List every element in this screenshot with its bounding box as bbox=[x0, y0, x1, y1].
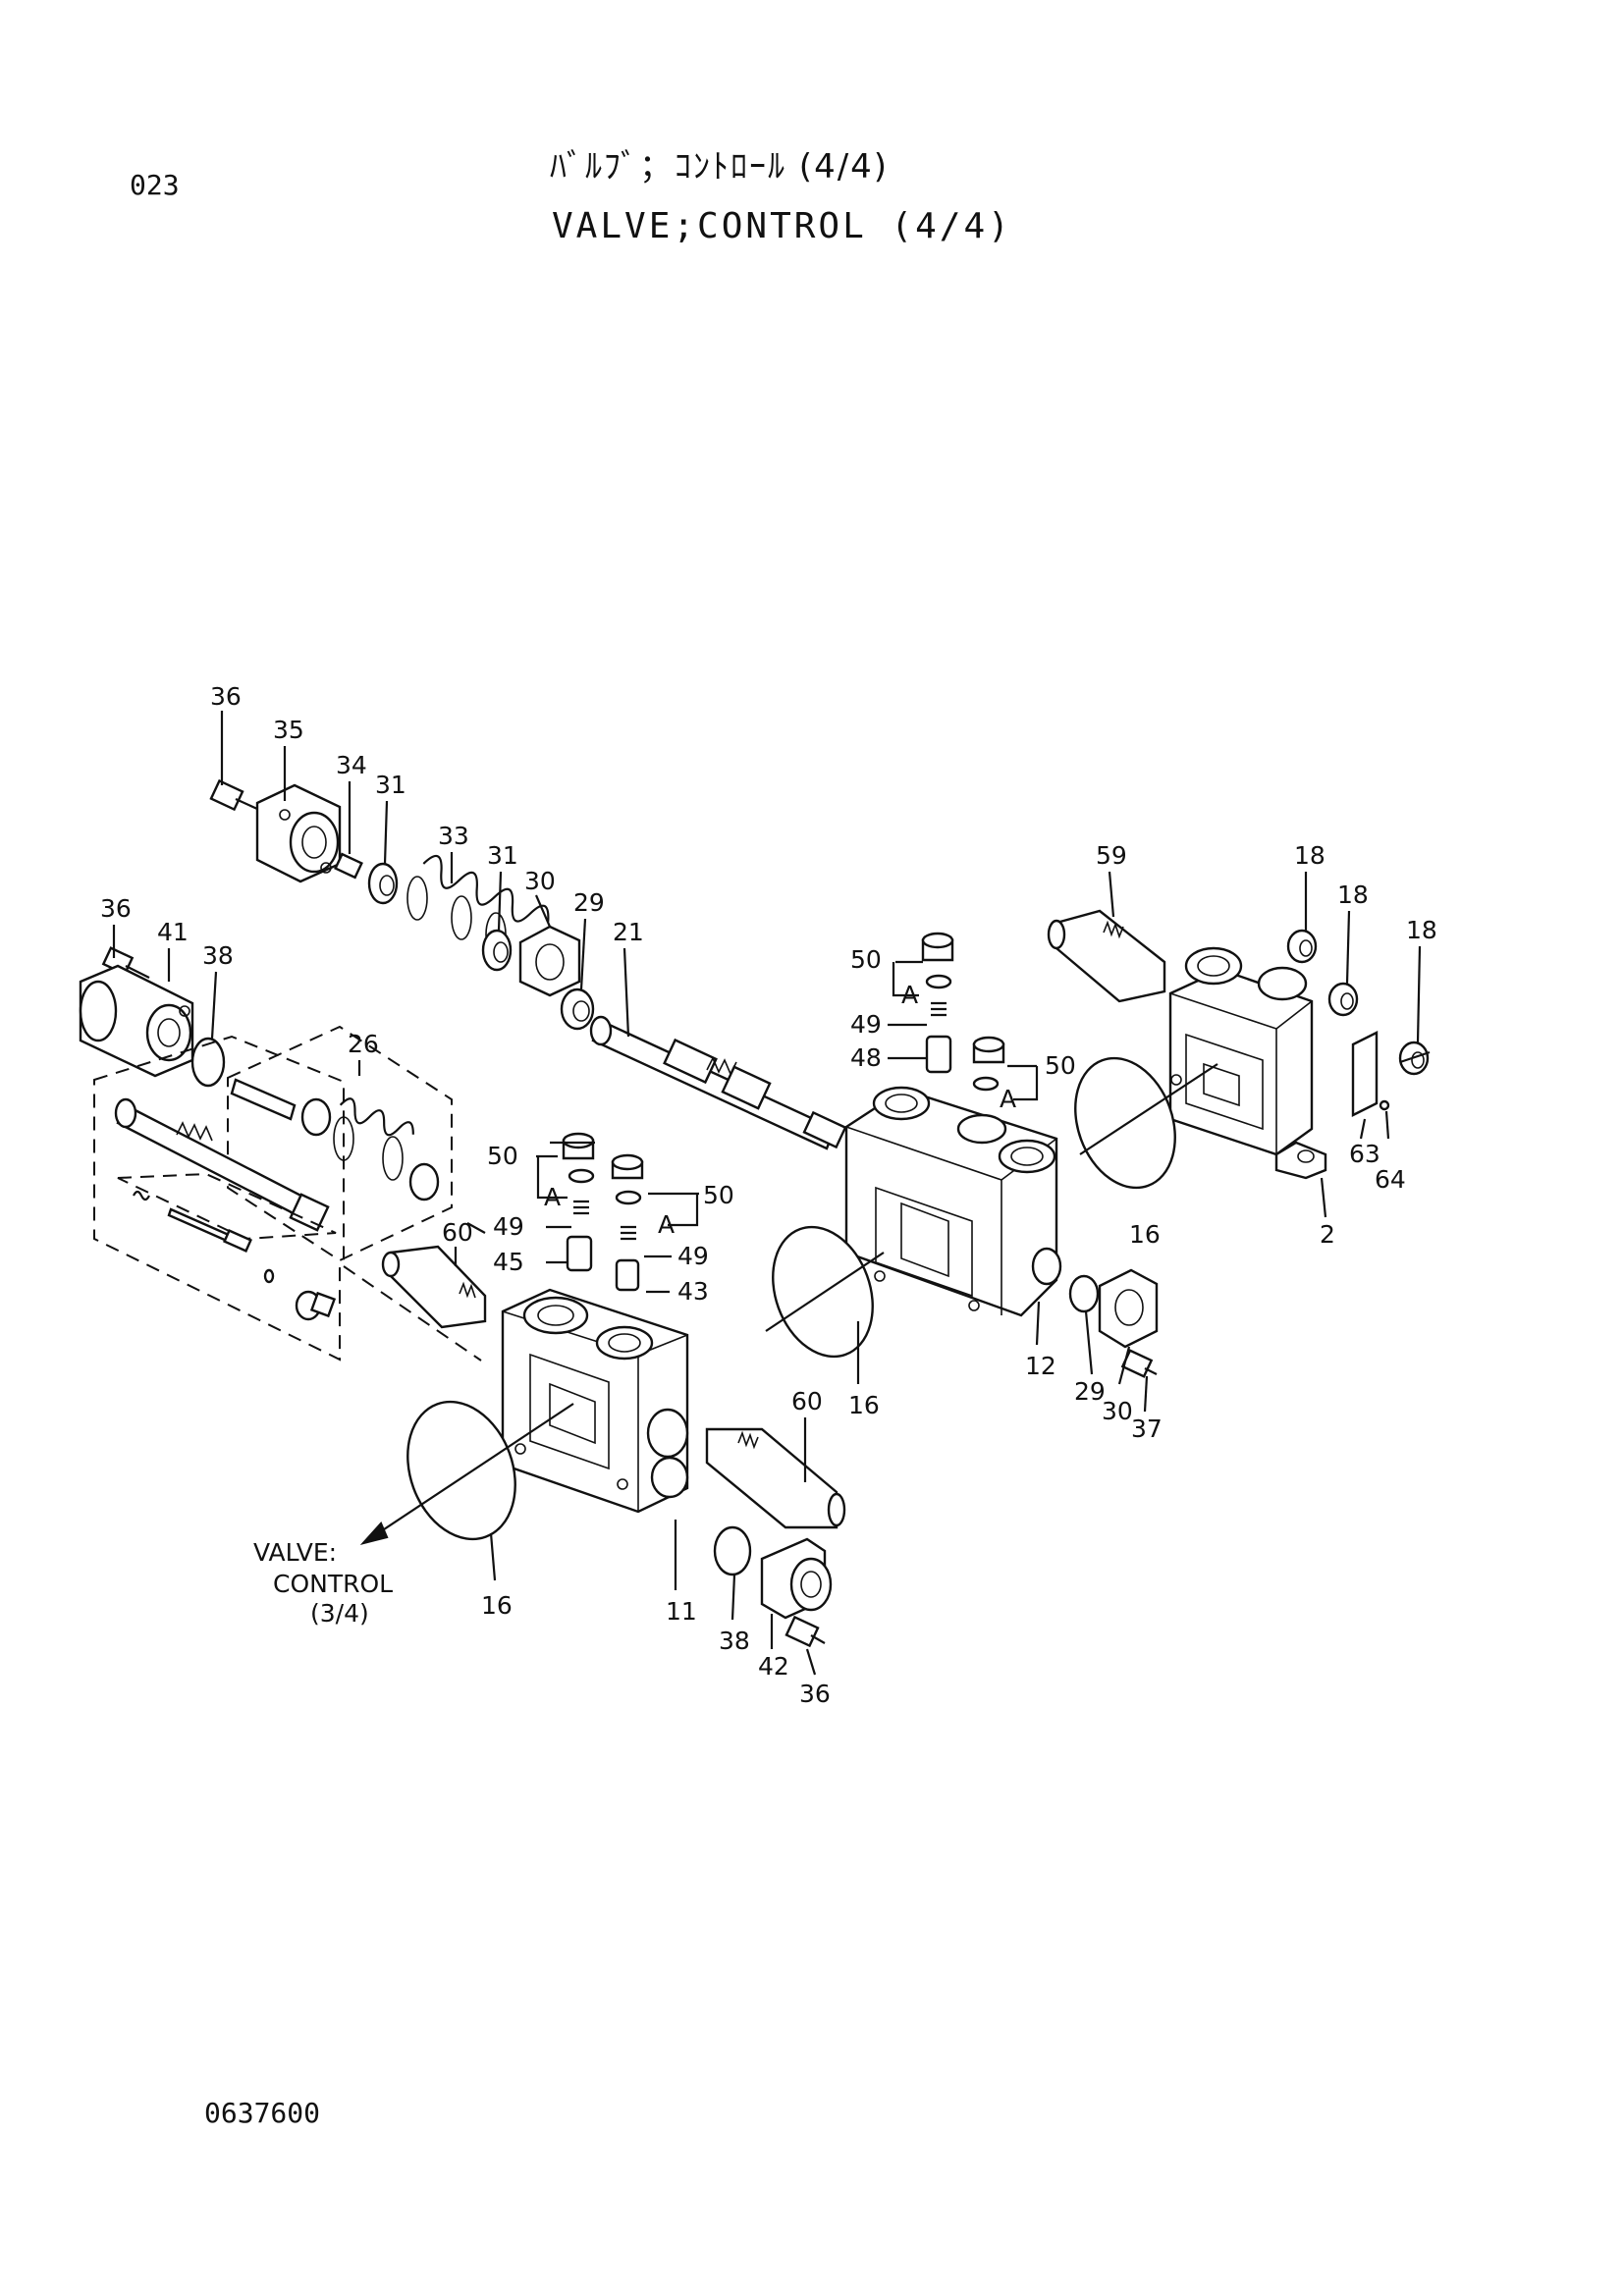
callout-63: 63 bbox=[1349, 1140, 1380, 1168]
callout-60: 60 bbox=[791, 1387, 823, 1415]
screw-64 bbox=[1379, 1099, 1390, 1111]
callout-31: 31 bbox=[375, 771, 406, 799]
group-26-outer-boundary bbox=[93, 1035, 345, 1362]
seal-29-lower bbox=[1068, 1274, 1100, 1313]
callout-30: 30 bbox=[524, 867, 556, 895]
bolt-36-top bbox=[209, 778, 258, 812]
callout-49: 49 bbox=[677, 1242, 709, 1270]
callout-18: 18 bbox=[1294, 841, 1325, 870]
callout-18: 18 bbox=[1337, 881, 1369, 909]
callout-12: 12 bbox=[1025, 1352, 1056, 1380]
callout-35: 35 bbox=[273, 716, 304, 744]
callout-26: 26 bbox=[348, 1030, 379, 1058]
group-26-boundary bbox=[227, 1025, 453, 1262]
document-number: 0637600 bbox=[204, 2097, 321, 2129]
top-spool-assembly bbox=[209, 778, 847, 1150]
callout-50: 50 bbox=[1045, 1051, 1076, 1080]
callout-50: 50 bbox=[703, 1181, 734, 1209]
stopper-34 bbox=[334, 852, 363, 880]
relief-valve-60-left bbox=[381, 1245, 487, 1329]
callout-16: 16 bbox=[1129, 1220, 1161, 1249]
callout-49: 49 bbox=[850, 1010, 882, 1039]
callout-38: 38 bbox=[719, 1627, 750, 1655]
valve-body-12 bbox=[844, 1086, 1062, 1317]
relief-valve-59 bbox=[1047, 909, 1166, 1003]
callout-34: 34 bbox=[336, 751, 367, 779]
plate-30-lower bbox=[1098, 1268, 1159, 1349]
plugs-on-body-12 bbox=[921, 932, 1005, 1092]
spool-21 bbox=[589, 1015, 847, 1150]
callout-A: A bbox=[544, 1183, 561, 1211]
callout-29: 29 bbox=[573, 888, 605, 917]
callout-48: 48 bbox=[850, 1043, 882, 1072]
callout-43: 43 bbox=[677, 1277, 709, 1306]
relief-valve-60-right bbox=[705, 1427, 846, 1529]
title-japanese: ﾊﾞﾙﾌﾞ；ｺﾝﾄﾛｰﾙ (4/4) bbox=[550, 147, 890, 187]
plug-left bbox=[295, 1290, 337, 1321]
plate-30-top bbox=[518, 925, 581, 997]
small-parts-left bbox=[117, 1172, 337, 1284]
seal-29-top bbox=[560, 988, 595, 1031]
callout-36: 36 bbox=[799, 1680, 831, 1708]
callout-2: 2 bbox=[1320, 1220, 1335, 1249]
seat-31-second bbox=[481, 929, 513, 972]
reference-section: (3/4) bbox=[310, 1599, 369, 1628]
valve-body-11 bbox=[501, 1288, 689, 1514]
callout-30: 30 bbox=[1102, 1397, 1133, 1425]
callout-29: 29 bbox=[1074, 1377, 1106, 1406]
callout-64: 64 bbox=[1375, 1165, 1406, 1194]
callout-A: A bbox=[901, 981, 918, 1009]
reference-control: CONTROL bbox=[273, 1570, 393, 1598]
title-english: VALVE;CONTROL (4/4) bbox=[552, 206, 1012, 246]
callout-38: 38 bbox=[202, 941, 234, 970]
callout-16: 16 bbox=[848, 1391, 880, 1419]
o-ring-16-middle bbox=[772, 1225, 874, 1359]
callout-45: 45 bbox=[493, 1248, 524, 1276]
callout-37: 37 bbox=[1131, 1415, 1163, 1443]
plugs-on-body-11 bbox=[562, 1132, 644, 1292]
callout-41: 41 bbox=[157, 918, 189, 946]
leader-lines bbox=[112, 711, 1431, 1676]
cap-35 bbox=[255, 783, 342, 883]
o-ring-38-lower bbox=[713, 1525, 752, 1576]
callout-A: A bbox=[658, 1210, 675, 1239]
callout-59: 59 bbox=[1096, 841, 1127, 870]
bolt-36-lower bbox=[784, 1615, 826, 1648]
name-plate-63 bbox=[1351, 1031, 1379, 1117]
callout-60: 60 bbox=[442, 1218, 473, 1247]
callout-31: 31 bbox=[487, 841, 518, 870]
bolt-36-left bbox=[101, 946, 150, 979]
end-cover-2 bbox=[1168, 946, 1327, 1180]
callout-A: A bbox=[1000, 1085, 1016, 1113]
o-ring-16-left bbox=[406, 1400, 516, 1541]
callout-50: 50 bbox=[850, 945, 882, 974]
callout-33: 33 bbox=[438, 822, 469, 850]
nut-18-a bbox=[1286, 929, 1318, 964]
callout-21: 21 bbox=[613, 918, 644, 946]
cap-41 bbox=[79, 964, 194, 1078]
left-subassembly bbox=[79, 946, 482, 1362]
callout-labels: 36 35 34 31 33 31 30 29 21 36 41 38 26 5… bbox=[100, 682, 1437, 1708]
o-ring-38-left bbox=[190, 1037, 226, 1088]
callout-36: 36 bbox=[210, 682, 242, 711]
cap-42 bbox=[760, 1537, 833, 1620]
reference-valve: VALVE: bbox=[253, 1538, 337, 1567]
callout-49: 49 bbox=[493, 1212, 524, 1241]
o-ring-16-right bbox=[1074, 1056, 1176, 1190]
callout-42: 42 bbox=[758, 1652, 789, 1681]
spool-left bbox=[114, 1097, 330, 1232]
page-number: 023 bbox=[130, 169, 180, 201]
seat-31-top bbox=[367, 862, 399, 905]
callout-50: 50 bbox=[487, 1142, 518, 1170]
spool-piece-26 bbox=[230, 1078, 440, 1201]
callout-18: 18 bbox=[1406, 916, 1437, 944]
callout-36: 36 bbox=[100, 894, 132, 923]
nut-18-b bbox=[1327, 982, 1359, 1017]
callout-16: 16 bbox=[481, 1591, 513, 1620]
callout-11: 11 bbox=[666, 1597, 697, 1626]
